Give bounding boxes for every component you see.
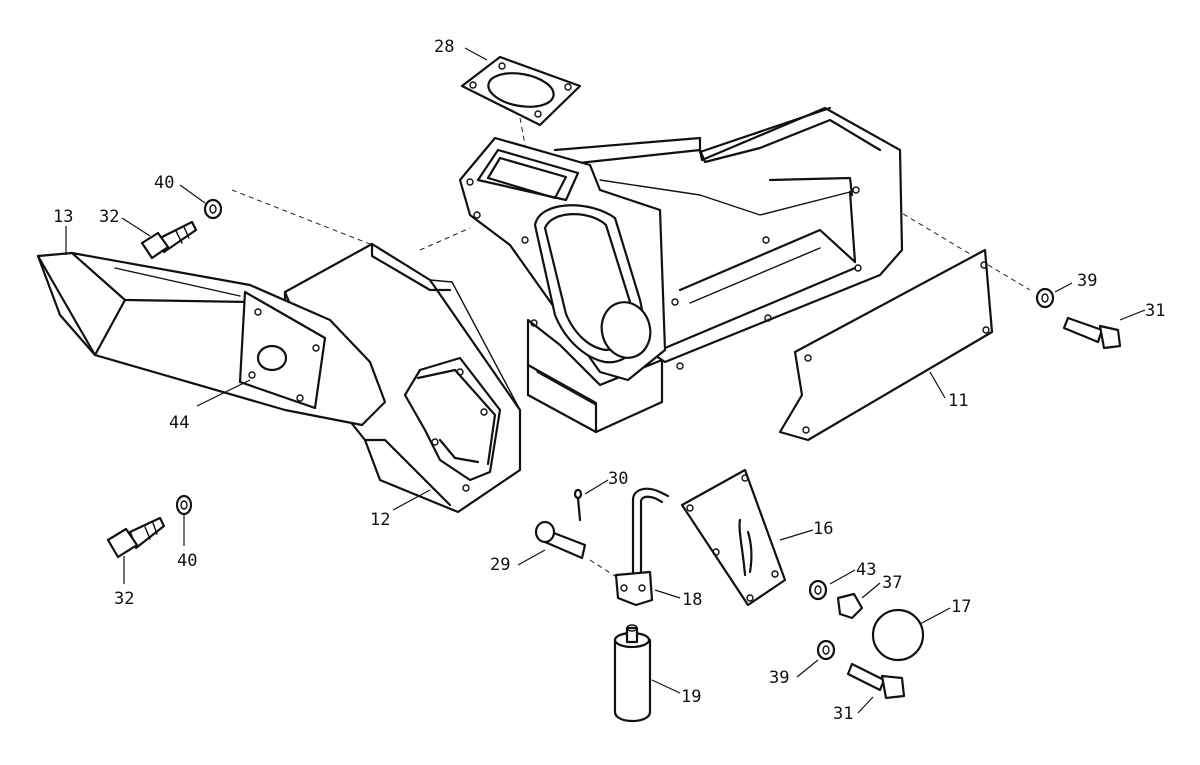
callout-39-lower: 39 (769, 668, 789, 688)
callout-40-lower: 40 (177, 551, 197, 571)
part-32-bolt-lower (106, 516, 166, 559)
part-43-washer (808, 579, 828, 601)
callout-labels: 28 40 32 13 44 12 40 32 39 31 11 30 29 1… (53, 37, 1165, 724)
part-39-washer-lower (816, 639, 836, 661)
callout-31-lower: 31 (833, 704, 853, 724)
part-40-washer-upper (203, 198, 223, 220)
part-19-cylinder (613, 624, 652, 723)
callout-29: 29 (490, 555, 510, 575)
callout-18: 18 (682, 590, 702, 610)
callout-31-right: 31 (1145, 301, 1165, 321)
part-31-bolt-right (1062, 316, 1122, 350)
part-12-bracket-housing (283, 242, 522, 514)
callout-17: 17 (951, 597, 971, 617)
callout-30: 30 (608, 469, 628, 489)
part-31-bolt-lower (846, 662, 906, 700)
part-18-latch-rod (614, 487, 670, 607)
part-16-plate (680, 468, 787, 607)
part-29-pin (534, 520, 587, 560)
part-40-washer-lower (175, 494, 193, 516)
callout-28: 28 (434, 37, 454, 57)
part-11-cover-plate (778, 248, 994, 442)
part-main-housing (458, 106, 904, 434)
callout-16: 16 (813, 519, 833, 539)
part-44-flange-plate (238, 290, 327, 410)
part-39-washer-right (1035, 287, 1055, 309)
part-32-bolt-upper (140, 220, 198, 260)
callout-32-upper: 32 (99, 207, 119, 227)
part-37-nut (836, 592, 864, 620)
callout-32-lower: 32 (114, 589, 134, 609)
part-28-gasket (460, 55, 582, 127)
callout-19: 19 (681, 687, 701, 707)
callout-39-right: 39 (1077, 271, 1097, 291)
part-17-knob-ball (871, 608, 925, 662)
callout-12: 12 (370, 510, 390, 530)
callout-11: 11 (948, 391, 968, 411)
callout-13: 13 (53, 207, 73, 227)
callout-37: 37 (882, 573, 902, 593)
callout-44: 44 (169, 413, 189, 433)
callout-43: 43 (856, 560, 876, 580)
callout-40-upper: 40 (154, 173, 174, 193)
leader-lines (65, 47, 1146, 714)
part-30-pin (573, 488, 583, 522)
